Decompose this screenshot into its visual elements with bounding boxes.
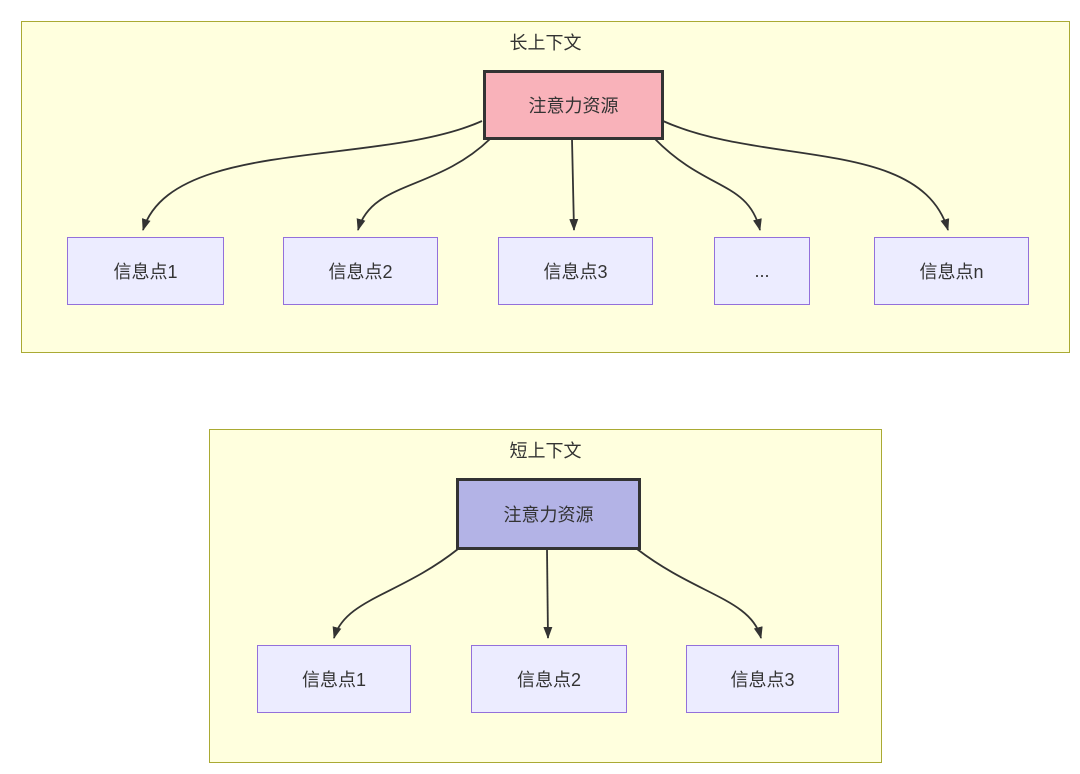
group-short-title: 短上下文 [509,441,582,461]
node-info-short-1: 信息点1 [257,645,411,713]
node-info-long-ellipsis-label: ... [754,260,770,281]
node-info-long-1: 信息点1 [67,237,224,305]
group-short-context: 短上下文 注意力资源 信息点1 信息点2 信息点3 [209,429,882,763]
group-long-title: 长上下文 [509,33,582,53]
node-info-short-3-label: 信息点3 [730,670,795,690]
node-attention-long-label: 注意力资源 [528,96,619,116]
node-attention-short: 注意力资源 [456,478,641,550]
node-info-short-3: 信息点3 [686,645,839,713]
node-info-long-ellipsis: ... [714,237,810,305]
node-info-long-3: 信息点3 [498,237,653,305]
node-info-short-1-label: 信息点1 [301,670,366,690]
node-info-short-2: 信息点2 [471,645,627,713]
node-info-long-n: 信息点n [874,237,1029,305]
node-info-long-2: 信息点2 [283,237,438,305]
node-info-long-3-label: 信息点3 [543,262,608,282]
node-info-short-2-label: 信息点2 [516,670,581,690]
node-attention-short-label: 注意力资源 [503,505,594,525]
node-info-long-n-label: 信息点n [919,262,984,282]
node-info-long-1-label: 信息点1 [113,262,178,282]
node-info-long-2-label: 信息点2 [328,262,393,282]
node-attention-long: 注意力资源 [483,70,664,140]
group-long-context: 长上下文 注意力资源 信息点1 信息点2 信息点3 ... 信息点n [21,21,1070,353]
